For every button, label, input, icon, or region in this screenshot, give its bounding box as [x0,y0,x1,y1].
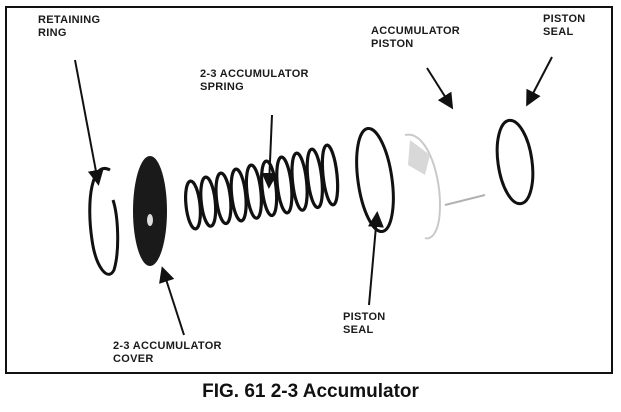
arrow-accumulator-piston [426,67,454,110]
label-retaining-ring: RETAINING RING [38,14,100,40]
label-line: RETAINING [38,14,101,26]
spring-coil [320,143,340,207]
cover-hole [147,214,153,226]
arrow-cover [159,266,185,336]
label-piston-seal-bottom: PISTON SEAL [343,311,386,337]
figure-frame [5,6,613,374]
label-line: 2-3 ACCUMULATOR [200,68,309,80]
label-line: COVER [113,353,154,365]
leader-arrows [74,56,553,336]
label-line: PISTON [543,13,586,25]
piston-seal-rear [495,118,535,206]
label-line: ACCUMULATOR [371,25,461,37]
label-line: PISTON [371,38,414,50]
label-line: RING [38,27,67,39]
piston-seal-front [355,126,395,234]
label-spring: 2-3 ACCUMULATOR SPRING [200,68,309,94]
arrow-retaining-ring [74,59,104,186]
accumulator-spring [184,143,340,231]
label-line: PISTON [343,311,386,323]
accumulator-cover [133,156,167,266]
label-line: SPRING [200,81,244,93]
label-line: 2-3 ACCUMULATOR [113,340,222,352]
retaining-ring [88,166,120,276]
label-accumulator-piston: ACCUMULATOR PISTON [371,25,460,51]
arrow-piston-seal-top [526,56,553,107]
accumulator-piston [404,133,486,240]
arrow-piston-seal-bottom [367,211,384,306]
arrow-spring [261,114,278,189]
figure-caption: FIG. 61 2-3 Accumulator [202,381,419,402]
label-line: SEAL [343,324,374,336]
label-piston-seal-top: PISTON SEAL [543,13,586,39]
label-line: SEAL [543,26,574,38]
label-cover: 2-3 ACCUMULATOR COVER [113,340,222,366]
